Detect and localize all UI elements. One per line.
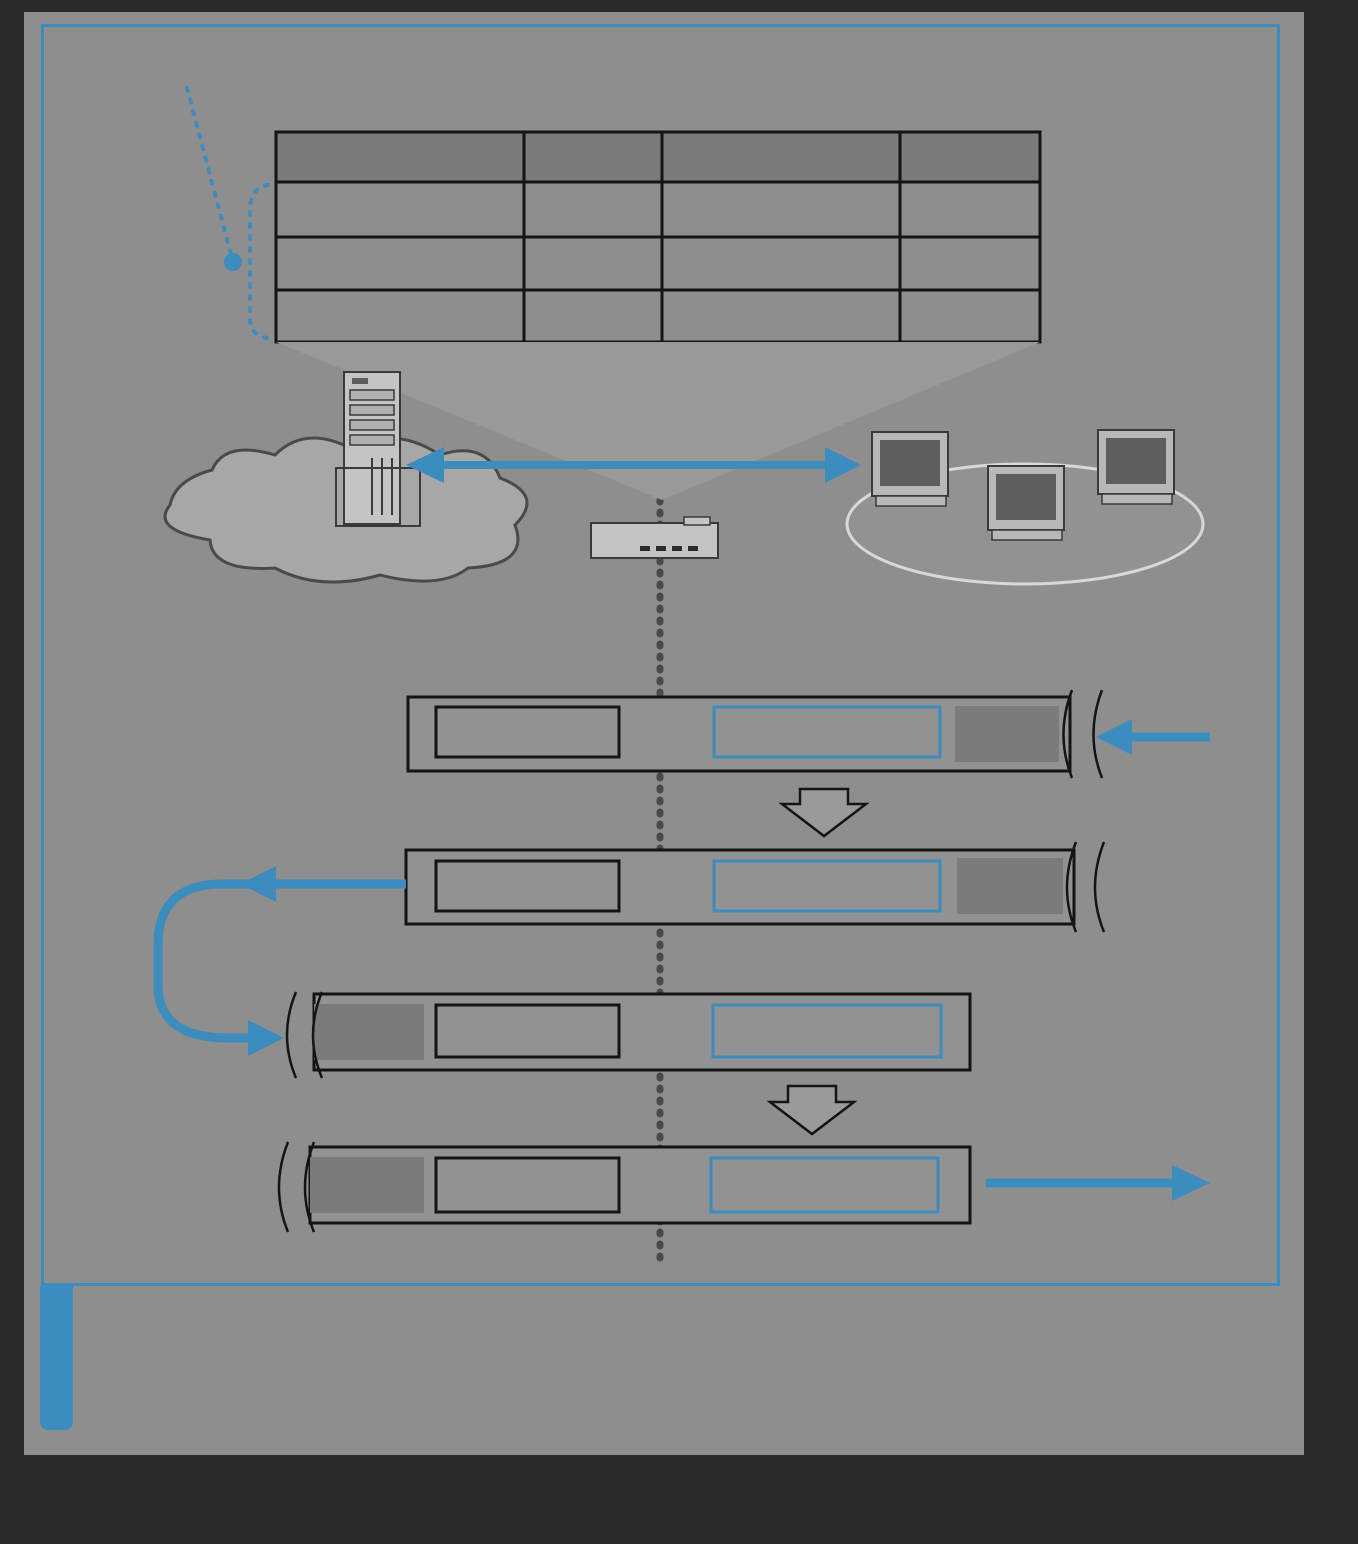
callout-dotted-line <box>185 86 235 264</box>
loop-arrow-head-right <box>248 1020 284 1056</box>
server-icon <box>335 371 421 527</box>
packet-3 <box>285 991 972 1079</box>
table-header-row <box>276 132 1040 182</box>
from-client-arrow-head <box>1096 719 1132 755</box>
callout-dot <box>224 253 242 271</box>
frame-tab <box>40 1286 73 1430</box>
convert-arrow-1 <box>778 787 870 838</box>
figure-frame <box>41 24 1280 1286</box>
to-client-arrow-head <box>1172 1165 1210 1201</box>
arrow-head-right <box>825 447 861 483</box>
computer-icon <box>987 465 1065 541</box>
loop-arrow-head-left <box>240 866 276 902</box>
packet-2 <box>404 841 1106 933</box>
arrow-head-left <box>406 447 444 483</box>
server-loop-arrow <box>153 879 406 1043</box>
callout-bracket <box>248 183 270 340</box>
computer-icon <box>871 431 949 507</box>
mapping-table <box>274 130 1042 344</box>
convert-arrow-2 <box>766 1084 858 1136</box>
packet-1 <box>406 689 1104 779</box>
table-projection-cone <box>276 342 1040 500</box>
router-icon <box>590 516 719 559</box>
computer-icon <box>1097 429 1175 505</box>
packet-4 <box>277 1141 972 1233</box>
